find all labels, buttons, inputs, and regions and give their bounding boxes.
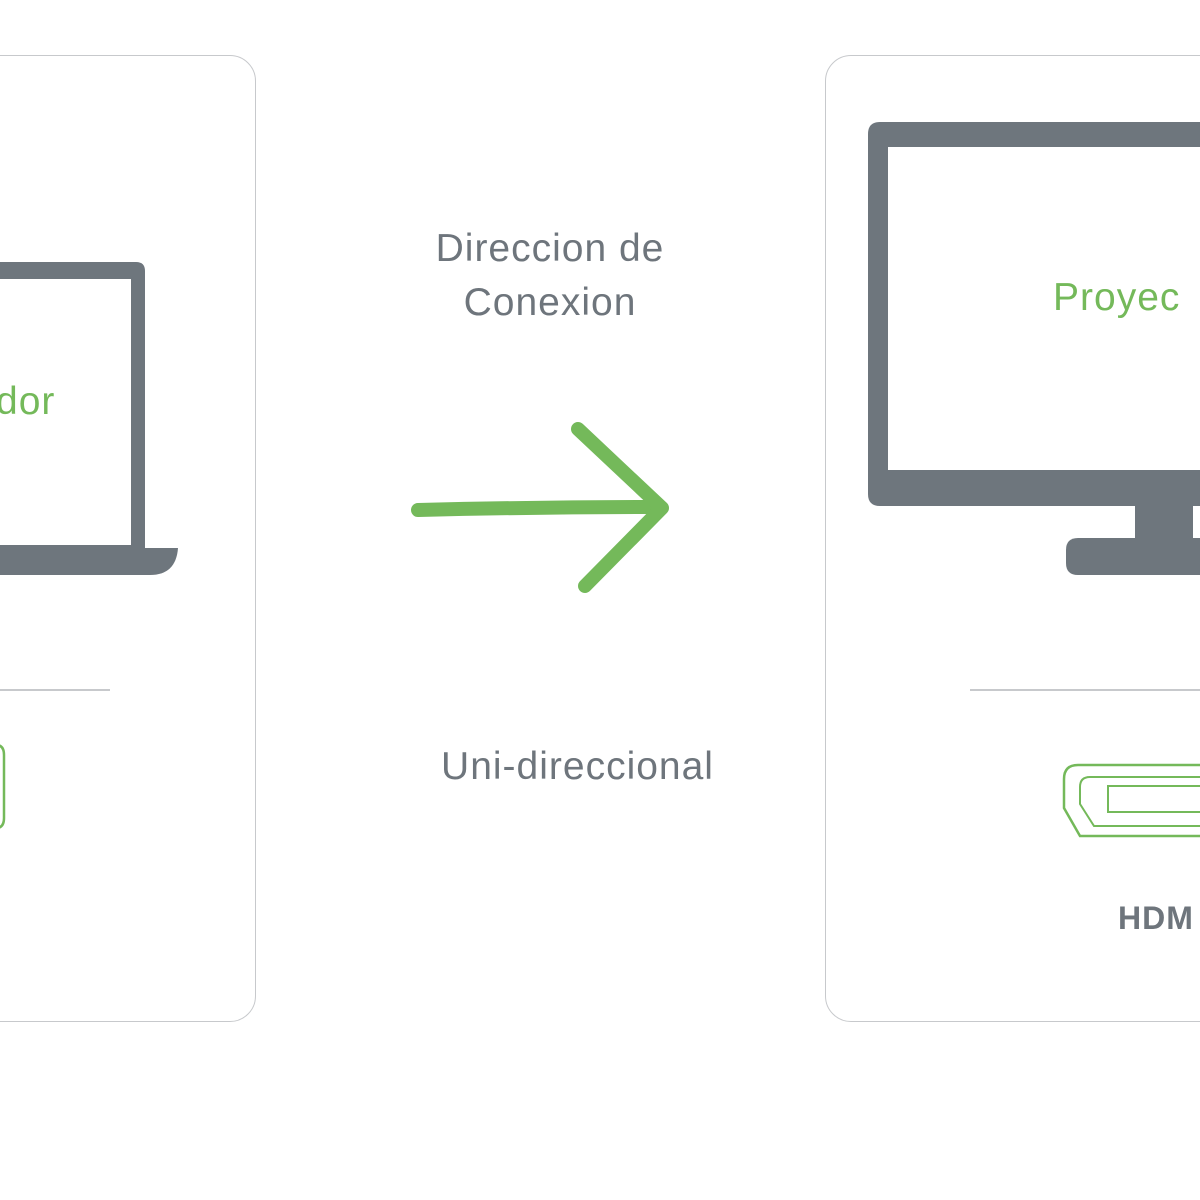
hdmi-port-icon [1062,763,1200,838]
port-label: HDM [1118,900,1194,936]
source-device-label: dor [0,380,56,423]
connection-direction-title: Direccion de Conexion [400,222,700,330]
source-divider [0,689,110,691]
connection-mode-label: Uni-direccional [441,745,714,788]
laptop-icon [0,262,178,575]
direction-title-line-1: Direccion de [435,227,665,270]
direction-title-line-2: Conexion [463,281,637,324]
port-icon [0,744,6,829]
monitor-icon [868,122,1200,575]
target-device-label: Proyec [1053,276,1181,319]
arrow-right-icon [411,422,669,593]
target-divider [970,689,1200,691]
